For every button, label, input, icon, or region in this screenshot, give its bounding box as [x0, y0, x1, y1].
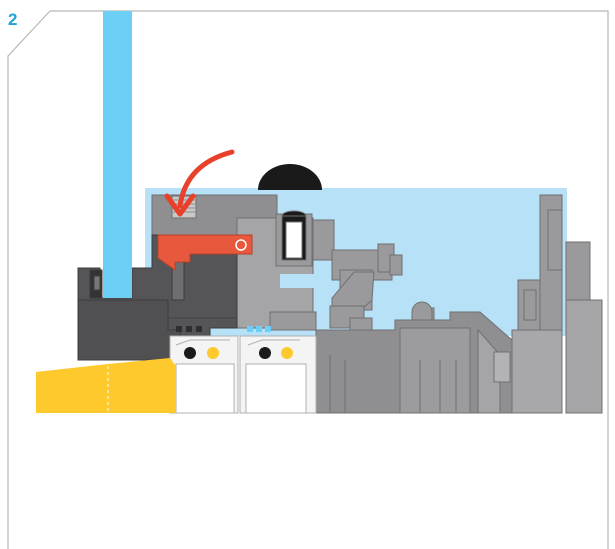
yellow-block [36, 358, 176, 413]
latch-hole [236, 240, 246, 250]
small-teeth [176, 326, 202, 332]
blue-cable [103, 11, 132, 298]
black-dome [258, 164, 322, 190]
small-blue-teeth [247, 326, 271, 332]
step-number: 2 [8, 10, 17, 30]
